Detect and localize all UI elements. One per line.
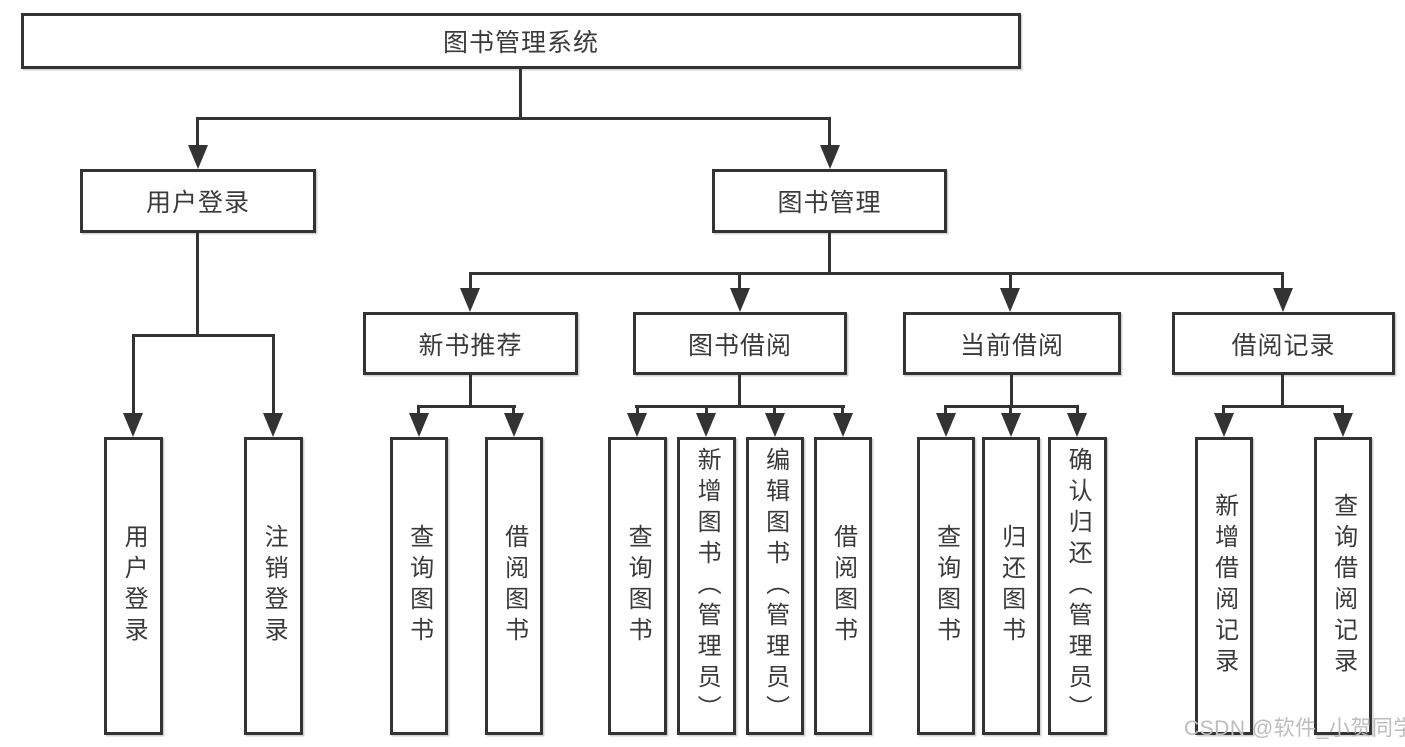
- connector-drop-leaf: [1076, 405, 1079, 417]
- connector-borrow-rail: [635, 405, 845, 408]
- node-new-book-recommend: 新书推荐: [363, 312, 578, 375]
- connector-book-stem: [828, 233, 831, 275]
- connector-drop-leaf: [1009, 405, 1012, 417]
- arrow-down-icon: [1333, 413, 1353, 437]
- leaf-query-borrow-record-label: 查询借阅记录: [1329, 493, 1357, 679]
- arrow-down-icon: [188, 145, 208, 169]
- csdn-watermark: CSDN @软件_小贺同学: [1184, 717, 1405, 740]
- connector-drop-leaf: [841, 405, 844, 417]
- connector-drop-leaf: [272, 334, 275, 415]
- leaf-logout: 注销登录: [244, 437, 303, 735]
- leaf-recommend-borrow-books: 借阅图书: [485, 437, 543, 735]
- node-root-label: 图书管理系统: [442, 29, 599, 57]
- leaf-borrow-books-label: 借阅图书: [829, 524, 857, 648]
- connector-drop-leaf: [773, 405, 776, 417]
- leaf-user-login-label: 用户登录: [120, 524, 148, 648]
- arrow-down-icon: [1214, 413, 1234, 437]
- connector-drop-leaf: [1222, 405, 1225, 417]
- connector-drop-leaf: [132, 334, 135, 415]
- leaf-user-login: 用户登录: [104, 437, 163, 735]
- node-book-management: 图书管理: [712, 169, 947, 233]
- node-borrow-records-label: 借阅记录: [1231, 331, 1336, 360]
- connector-drop-user: [196, 117, 199, 149]
- leaf-confirm-return-admin: 确认归还（管理员）: [1048, 437, 1107, 735]
- leaf-add-borrow-record: 新增借阅记录: [1195, 437, 1253, 735]
- leaf-recommend-query-books: 查询图书: [390, 437, 448, 735]
- connector-root-rail: [196, 117, 831, 120]
- connector-drop-recommend: [469, 272, 472, 292]
- leaf-borrow-books-label: 借阅图书: [500, 524, 528, 648]
- leaf-query-books-label: 查询图书: [624, 524, 652, 648]
- arrow-down-icon: [696, 413, 716, 437]
- connector-drop-borrow: [738, 272, 741, 292]
- leaf-edit-book-admin-label: 编辑图书（管理员）: [761, 446, 789, 726]
- connector-recommend-rail: [417, 405, 516, 408]
- arrow-down-icon: [765, 413, 785, 437]
- connector-current-stem: [1010, 375, 1013, 408]
- arrow-down-icon: [627, 413, 647, 437]
- arrow-down-icon: [409, 413, 429, 437]
- arrow-down-icon: [1273, 288, 1293, 312]
- arrow-down-icon: [820, 145, 840, 169]
- connector-drop-leaf: [1341, 405, 1344, 417]
- connector-drop-book: [828, 117, 831, 149]
- connector-records-stem: [1281, 375, 1284, 408]
- connector-drop-current: [1009, 272, 1012, 292]
- node-user-login-label: 用户登录: [145, 189, 250, 217]
- connector-root-stem: [519, 69, 522, 120]
- arrow-down-icon: [730, 288, 750, 312]
- node-new-book-recommend-label: 新书推荐: [418, 331, 523, 360]
- connector-recommend-stem: [469, 375, 472, 408]
- node-current-borrow: 当前借阅: [903, 312, 1121, 375]
- node-user-login: 用户登录: [80, 169, 316, 233]
- connector-book-rail: [469, 272, 1284, 275]
- connector-drop-leaf: [944, 405, 947, 417]
- node-root: 图书管理系统: [21, 13, 1021, 69]
- node-book-borrow-label: 图书借阅: [687, 331, 792, 360]
- arrow-down-icon: [504, 413, 524, 437]
- leaf-confirm-return-admin-label: 确认归还（管理员）: [1064, 446, 1092, 726]
- arrow-down-icon: [936, 413, 956, 437]
- connector-drop-leaf: [705, 405, 708, 417]
- arrow-down-icon: [833, 413, 853, 437]
- connector-drop-leaf: [512, 405, 515, 417]
- arrow-down-icon: [1001, 413, 1021, 437]
- leaf-add-book-admin: 新增图书（管理员）: [677, 437, 736, 735]
- leaf-borrow-query-books: 查询图书: [608, 437, 667, 735]
- connector-records-rail: [1222, 405, 1344, 408]
- node-book-borrow: 图书借阅: [633, 312, 847, 375]
- leaf-current-query-books: 查询图书: [917, 437, 975, 735]
- connector-drop-records: [1281, 272, 1284, 292]
- leaf-borrow-borrow-books: 借阅图书: [814, 437, 872, 735]
- node-book-management-label: 图书管理: [777, 189, 882, 217]
- node-current-borrow-label: 当前借阅: [959, 331, 1064, 360]
- leaf-edit-book-admin: 编辑图书（管理员）: [746, 437, 804, 735]
- connector-user-rail: [132, 334, 275, 337]
- leaf-query-borrow-record: 查询借阅记录: [1314, 437, 1372, 735]
- connector-drop-leaf: [417, 405, 420, 417]
- arrow-down-icon: [1067, 413, 1087, 437]
- arrow-down-icon: [460, 288, 480, 312]
- leaf-return-books-label: 归还图书: [997, 524, 1025, 648]
- connector-borrow-stem: [738, 375, 741, 408]
- connector-drop-leaf: [636, 405, 639, 417]
- leaf-logout-label: 注销登录: [260, 524, 288, 648]
- leaf-query-books-label: 查询图书: [405, 524, 433, 648]
- node-borrow-records: 借阅记录: [1172, 312, 1395, 375]
- leaf-return-books: 归还图书: [982, 437, 1040, 735]
- leaf-add-book-admin-label: 新增图书（管理员）: [693, 446, 721, 726]
- arrow-down-icon: [123, 413, 143, 437]
- connector-user-stem: [196, 233, 199, 337]
- arrow-down-icon: [263, 413, 283, 437]
- leaf-add-borrow-record-label: 新增借阅记录: [1210, 493, 1238, 679]
- leaf-query-books-label: 查询图书: [932, 524, 960, 648]
- arrow-down-icon: [1000, 288, 1020, 312]
